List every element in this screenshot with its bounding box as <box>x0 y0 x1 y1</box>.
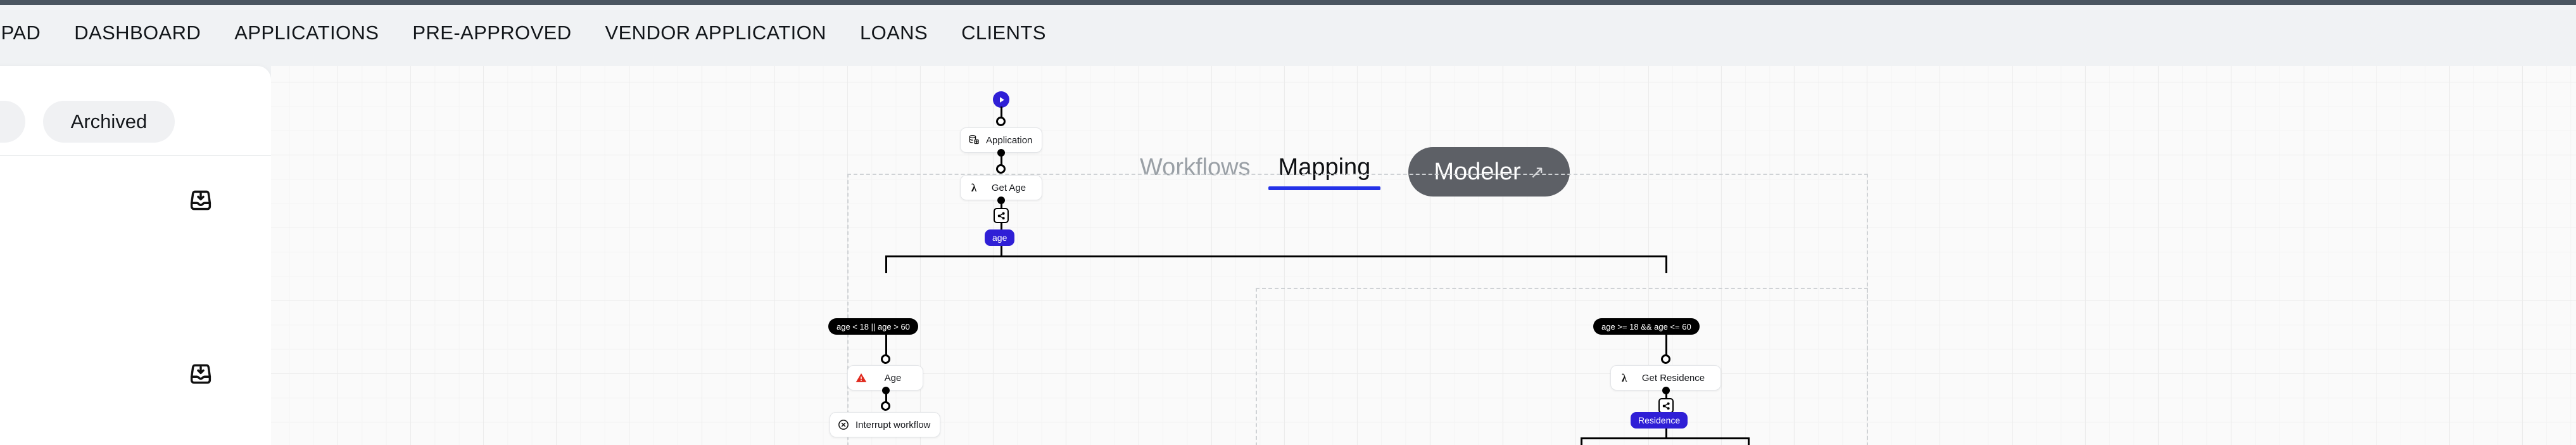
node-get-age[interactable]: λ Get Age <box>960 175 1042 200</box>
topbar-accent-strip <box>0 0 2576 5</box>
external-link-arrow-icon: ↗ <box>1529 162 1545 182</box>
port-in-interrupt <box>881 401 890 411</box>
port-in-application <box>996 117 1006 126</box>
edge-cond-age-invalid-down <box>885 335 887 361</box>
nav-pre-approved[interactable]: PRE-APPROVED <box>412 22 572 44</box>
x-circle-icon <box>837 418 850 432</box>
edge-start-to-application <box>1000 106 1002 123</box>
lambda-icon: λ <box>1617 371 1631 385</box>
warning-red-icon <box>854 371 868 385</box>
filter-archived[interactable]: Archived <box>42 100 175 143</box>
variable-label: age <box>992 233 1007 243</box>
condition-label: age < 18 || age > 60 <box>837 321 910 332</box>
workflow-canvas[interactable]: Workflows Mapping Modeler ↗ <box>271 66 2576 445</box>
node-age-error[interactable]: Age <box>847 365 923 390</box>
list-item[interactable]: idation <box>0 330 271 417</box>
filter-active[interactable]: ive <box>0 100 25 143</box>
edge-residence-bus <box>1581 437 1750 439</box>
port-in-getage <box>996 164 1006 174</box>
edge-residence-left-drop <box>1581 437 1582 445</box>
lambda-icon: λ <box>967 181 981 195</box>
node-application[interactable]: Application <box>960 127 1042 153</box>
node-get-residence[interactable]: λ Get Residence <box>1610 365 1721 390</box>
node-label: Application <box>986 134 1033 146</box>
svg-text:λ: λ <box>971 181 977 194</box>
sidebar-list: idation (js) idation <box>0 157 271 417</box>
port-in-age-error <box>881 354 890 364</box>
condition-age-invalid: age < 18 || age > 60 <box>828 318 918 335</box>
node-label: Age <box>884 372 902 384</box>
tab-workflows[interactable]: Workflows <box>1140 153 1251 181</box>
modeler-button-label: Modeler <box>1434 158 1521 185</box>
edge-cond-age-valid-down <box>1665 335 1667 361</box>
edge-getresidence-to-gateway <box>1665 390 1667 398</box>
nav-dashboard[interactable]: DASHBOARD <box>74 22 201 44</box>
node-label: Get Age <box>991 182 1026 193</box>
edge-getage-to-gateway <box>1000 200 1002 208</box>
node-interrupt-workflow[interactable]: Interrupt workflow <box>830 412 940 437</box>
edge-residence-right-drop <box>1748 437 1750 445</box>
inbox-download-icon[interactable] <box>186 359 215 389</box>
database-download-icon <box>967 133 981 147</box>
group-region-residence <box>1256 288 1868 445</box>
variable-label: Residence <box>1638 415 1681 425</box>
variable-residence[interactable]: Residence <box>1631 412 1688 429</box>
nav-vendor-application[interactable]: VENDOR APPLICATION <box>605 22 826 44</box>
modeler-button[interactable]: Modeler ↗ <box>1408 147 1570 197</box>
variable-age[interactable]: age <box>985 229 1015 246</box>
edge-residencevar-down <box>1665 429 1667 438</box>
sidebar-filter-row: ive Archived <box>0 87 271 156</box>
start-node[interactable] <box>993 91 1009 108</box>
nav-loans[interactable]: LOANS <box>859 22 928 44</box>
tab-mapping[interactable]: Mapping <box>1265 154 1385 190</box>
view-tabs: Workflows Mapping Modeler ↗ <box>1126 147 1570 197</box>
play-icon <box>999 96 1004 103</box>
edge-agevar-down <box>1000 246 1002 256</box>
edge-age-left-drop <box>885 255 887 273</box>
edge-age-bus <box>885 255 1667 257</box>
node-label: Get Residence <box>1641 372 1705 384</box>
edge-age-error-to-interrupt <box>885 390 887 406</box>
body-area: ive Archived idation (js) <box>0 61 2576 445</box>
nav-clients[interactable]: CLIENTS <box>961 22 1046 44</box>
edge-gateway-to-agevar <box>1000 223 1002 231</box>
condition-age-valid: age >= 18 && age <= 60 <box>1593 318 1700 335</box>
nav-launchpad[interactable]: CHPAD <box>0 22 41 44</box>
port-in-get-residence <box>1661 354 1670 364</box>
list-item[interactable]: idation <box>0 157 271 243</box>
gateway-age-split[interactable] <box>994 208 1009 223</box>
edge-application-to-getage <box>1000 153 1002 169</box>
gateway-residence-split[interactable] <box>1658 398 1674 413</box>
workflow-list-sidebar: ive Archived idation (js) <box>0 66 271 445</box>
edge-age-right-drop <box>1665 255 1667 273</box>
node-label: Interrupt workflow <box>856 419 931 430</box>
list-item[interactable]: (js) <box>0 243 271 330</box>
nav-applications[interactable]: APPLICATIONS <box>234 22 379 44</box>
top-navigation: CHPAD DASHBOARD APPLICATIONS PRE-APPROVE… <box>0 5 2576 61</box>
svg-text:λ: λ <box>1622 371 1627 384</box>
condition-label: age >= 18 && age <= 60 <box>1601 321 1691 332</box>
inbox-download-icon[interactable] <box>186 186 215 215</box>
